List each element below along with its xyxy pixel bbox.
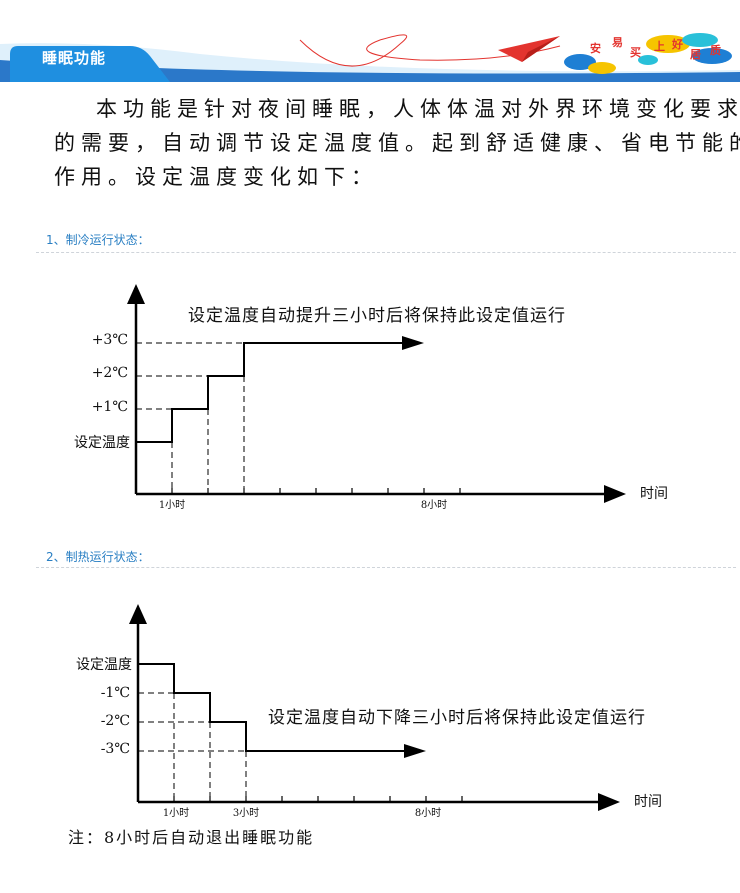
intro-line: 的需要，自动调节设定温度值。起到舒适健康、省电节能的: [54, 131, 740, 155]
section-heading-heating: 2、制热运行状态：: [46, 550, 150, 564]
slogan-char: 质: [710, 43, 721, 57]
slogan-char: 买: [630, 46, 641, 59]
section-divider: [36, 252, 736, 253]
x-tick-label: 8小时: [415, 807, 441, 819]
slogan-char: 上: [654, 39, 665, 53]
x-tick-label: 1小时: [159, 499, 185, 511]
slogan-bubbles: [564, 33, 732, 74]
slogan-char: 安: [590, 41, 601, 55]
x-axis-arrow: [598, 793, 620, 811]
section-heading-cooling: 1、制冷运行状态：: [46, 233, 150, 247]
intro-line: 本功能是针对夜间睡眠，人体体温对外界环境变化要求: [96, 97, 740, 121]
y-label: -3℃: [101, 741, 130, 757]
y-axis-arrow: [127, 284, 145, 304]
guide-lines: [136, 342, 245, 494]
cooling-axes: [127, 284, 626, 503]
paper-plane-icon: [498, 36, 560, 62]
intro-paragraph: 本功能是针对夜间睡眠，人体体温对外界环境变化要求 的需要，自动调节设定温度值。起…: [54, 92, 740, 194]
swirl-line: [299, 34, 561, 67]
intro-line: 作用。设定温度变化如下：: [54, 165, 378, 189]
chart-annotation: 设定温度自动提升三小时后将保持此设定值运行: [188, 306, 566, 326]
hold-arrow-head: [402, 336, 424, 350]
x-tick-label: 1小时: [163, 807, 189, 819]
y-label: +1℃: [92, 399, 128, 415]
section-divider: [36, 567, 736, 568]
guide-lines: [138, 692, 247, 802]
hold-arrow-head: [404, 744, 426, 758]
y-label: 设定温度: [74, 435, 130, 451]
x-axis-label: 时间: [634, 794, 662, 810]
x-tick-label: 8小时: [421, 499, 447, 511]
heating-step-line: [138, 663, 406, 752]
y-axis-arrow: [129, 604, 147, 624]
banner-title: 睡眠功能: [41, 49, 106, 67]
heating-axes: [129, 604, 620, 811]
footnote: 注：8小时后自动退出睡眠功能: [68, 828, 315, 847]
y-label: +2℃: [92, 365, 128, 381]
cooling-step-chart: +3℃ +2℃ +1℃ 设定温度 1小时 8小时 时间 设定温度自动提升三小时后…: [74, 284, 668, 511]
x-axis-arrow: [604, 485, 626, 503]
slogan-text: 安 易 买 上 好 居 质: [590, 36, 721, 61]
y-label: -2℃: [101, 713, 130, 729]
y-label: +3℃: [92, 332, 128, 348]
x-tick-label: 3小时: [233, 807, 259, 819]
slogan-char: 居: [690, 48, 701, 61]
banner-tab: [10, 46, 170, 82]
cooling-step-line: [136, 342, 404, 443]
y-label: -1℃: [101, 685, 130, 701]
y-label: 设定温度: [76, 657, 132, 673]
x-axis-label: 时间: [640, 486, 668, 502]
slogan-char: 好: [671, 37, 683, 51]
slogan-char: 易: [612, 36, 623, 49]
heating-step-chart: 设定温度 -1℃ -2℃ -3℃ 1小时 3小时 8小时 时间 设定温度自动下降…: [76, 604, 662, 819]
header-banner: 安 易 买 上 好 居 质: [0, 0, 740, 82]
chart-annotation: 设定温度自动下降三小时后将保持此设定值运行: [268, 708, 646, 728]
